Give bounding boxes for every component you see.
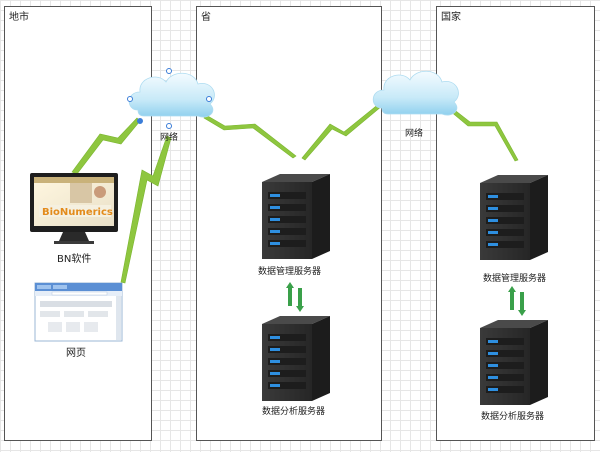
- national-manage-server: [480, 175, 548, 260]
- national-manage-server-label: 数据管理服务器: [483, 272, 546, 284]
- province-analysis-server: [262, 316, 330, 401]
- bn-software-label: BN软件: [57, 252, 91, 265]
- zone-national-title: 国家: [441, 10, 461, 23]
- webpage-browser: [34, 282, 123, 342]
- webpage-label: 网页: [66, 347, 86, 359]
- bn-software-monitor: BioNumerics: [30, 173, 118, 244]
- network-label-local: 网络: [160, 131, 178, 143]
- bionumerics-logo: BioNumerics: [42, 207, 113, 218]
- national-analysis-server-label: 数据分析服务器: [481, 410, 544, 422]
- national-analysis-server: [480, 320, 548, 405]
- zone-local-title: 地市: [9, 10, 29, 23]
- link-cloud1-province: [203, 114, 297, 159]
- link-cloud2-national: [449, 107, 519, 162]
- province-manage-server-label: 数据管理服务器: [258, 265, 321, 277]
- network-label-province: 网络: [405, 127, 423, 139]
- province-analysis-server-label: 数据分析服务器: [262, 405, 325, 417]
- link-cloud1-web: [120, 135, 172, 284]
- selection-handles: [127, 68, 212, 129]
- province-manage-server: [262, 174, 330, 259]
- zone-province-title: 省: [201, 10, 211, 23]
